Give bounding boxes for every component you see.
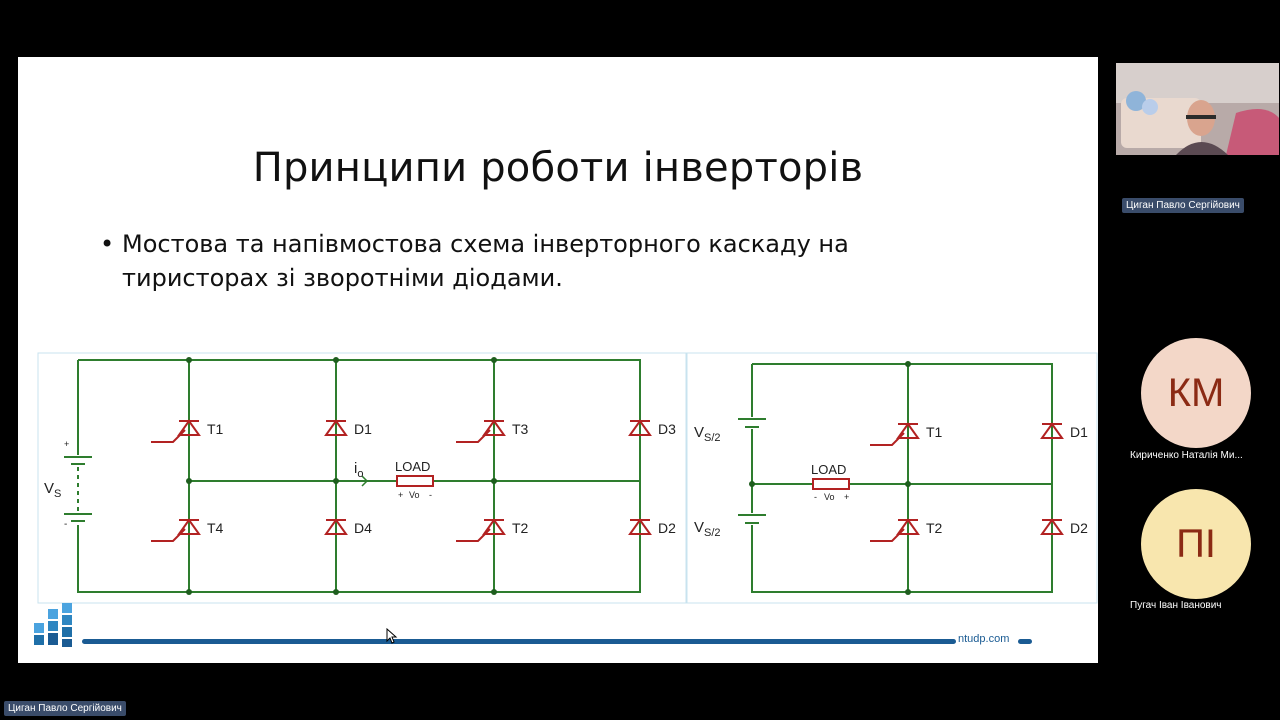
diode-body [324,518,348,535]
junction-node [333,357,339,363]
inverter-circuit-diagram: +-VST1T4T3T2D1D4D3D2LOAD+Vo-ioVS/2VS/2T1… [37,352,1098,604]
speaker-video-tile[interactable] [1116,63,1279,155]
full-bridge-load-vo: Vo [409,490,420,500]
mouse-cursor-icon [386,628,398,644]
label-d1: D1 [354,421,372,437]
full-bridge-load-minus: - [429,490,432,500]
junction-node [186,589,192,595]
junction-node [491,589,497,595]
half-bridge-panel [686,352,1098,604]
thyristor-gate [456,429,491,443]
diode-d1 [324,419,348,436]
thyristor-t4 [151,518,201,542]
presentation-slide: Принципи роботи інверторів • Мостова та … [18,57,1098,663]
label-d4: D4 [354,520,372,536]
half-thyristor-t1 [870,422,920,446]
diode-d4 [324,518,348,535]
thyristor-body [896,422,920,439]
junction-node [905,589,911,595]
bullet-text: Мостова та напівмостова схема інверторно… [122,230,849,292]
junction-node [491,478,497,484]
participant-initials: КМ [1167,371,1225,415]
thyristor-body [896,518,920,535]
thyristor-t2 [456,518,506,542]
label-t3: T3 [512,421,529,437]
label-t2: T2 [512,520,529,536]
thyristor-t3 [456,419,506,443]
diode-body [628,518,652,535]
participant-avatar-pi[interactable]: ПІ [1141,489,1251,599]
source-plus: + [64,439,69,449]
diode-body [628,419,652,436]
diode-body [1040,422,1064,439]
label-d3: D3 [658,421,676,437]
current-label-io: io [354,460,363,480]
half-thyristor-t2 [870,518,920,542]
presenter-name-tag: Циган Павло Сергійович [4,701,126,716]
speaker-video-frame [1116,63,1279,155]
circuit-layer: +-VST1T4T3T2D1D4D3D2LOAD+Vo-ioVS/2VS/2T1… [37,352,1098,604]
junction-node [186,478,192,484]
half-bridge-load-vo: Vo [824,492,835,502]
diode-d2 [628,518,652,535]
diode-body [324,419,348,436]
junction-node [186,357,192,363]
slide-title: Принципи роботи інверторів [252,145,864,191]
thyristor-body [482,419,506,436]
source-label-vs: VS [44,480,61,500]
thyristor-t1 [151,419,201,443]
thyristor-body [482,518,506,535]
thyristor-gate [870,528,905,542]
participant-name: Кириченко Наталія Ми... [1130,450,1243,461]
source-minus: - [64,519,67,530]
full-bridge-load-plus: + [398,490,403,500]
current-arrow [361,475,369,487]
thyristor-gate [870,432,905,446]
thyristor-body [177,419,201,436]
half-bridge-frame [751,363,1053,593]
half-source-label-bottom: VS/2 [694,519,721,539]
half-bridge-load-label: LOAD [811,462,846,477]
half-label-d1: D1 [1070,424,1088,440]
footer-site: ntudp.com [958,633,1010,645]
label-t4: T4 [207,520,224,536]
speaker-name-tag: Циган Павло Сергійович [1122,198,1244,213]
diode-d3 [628,419,652,436]
half-bridge-load-plus: + [844,492,849,502]
junction-node [905,361,911,367]
junction-node [905,481,911,487]
participant-avatar-km[interactable]: КМ [1141,338,1251,448]
junction-node [333,478,339,484]
participant-initials: ПІ [1176,522,1216,566]
participant-name: Пугач Іван Іванович [1130,600,1222,611]
ntudp-logo-icon [34,603,72,647]
footer-bar-end [1018,639,1032,644]
label-d2: D2 [658,520,676,536]
half-source-label-top: VS/2 [694,424,721,444]
footer-bar [82,639,956,644]
half-bridge-load-minus: - [814,492,817,502]
half-label-d2: D2 [1070,520,1088,536]
half-diode-d1 [1040,422,1064,439]
half-label-t2: T2 [926,520,943,536]
diode-body [1040,518,1064,535]
slide-bullet: • Мостова та напівмостова схема інвертор… [100,227,960,295]
half-diode-d2 [1040,518,1064,535]
thyristor-gate [151,528,186,542]
junction-node [749,481,755,487]
full-bridge-load-label: LOAD [395,459,430,474]
full-bridge-load [396,475,434,487]
bullet-dot: • [100,230,115,258]
thyristor-gate [151,429,186,443]
full-bridge-panel [37,352,687,604]
junction-node [491,357,497,363]
junction-node [333,589,339,595]
thyristor-body [177,518,201,535]
label-t1: T1 [207,421,224,437]
half-bridge-load [812,478,850,490]
half-label-t1: T1 [926,424,943,440]
thyristor-gate [456,528,491,542]
